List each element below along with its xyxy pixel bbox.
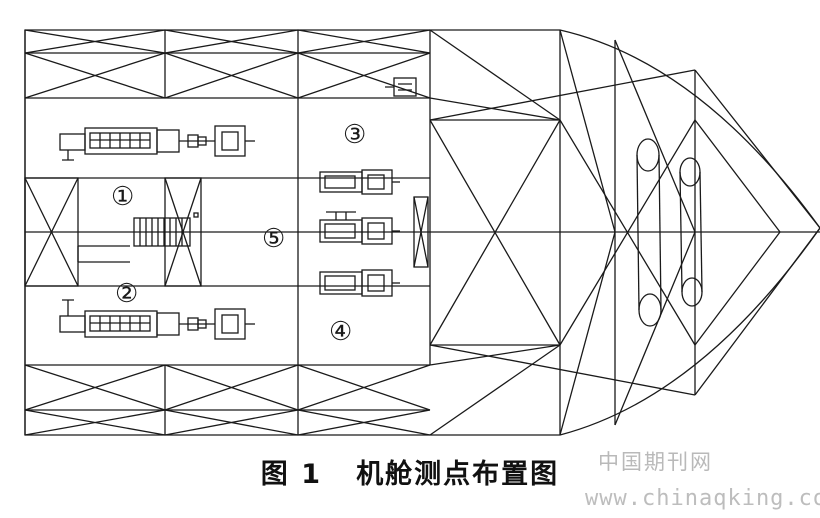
top-crossbraced-bays (24, 29, 431, 99)
main-engine-lower (59, 299, 255, 340)
centre-gearbox (133, 212, 199, 247)
bottom-crossbraced-bays (24, 364, 431, 436)
measuring-point-5: ⑤ (262, 224, 285, 254)
engine-room-partitions (24, 98, 431, 365)
watermark-url: www.chinaqking.com (585, 486, 820, 511)
generator-sets (319, 77, 429, 297)
forward-hull-bracing (429, 29, 820, 436)
measuring-point-3: ③ (343, 120, 366, 150)
measuring-point-1: ① (111, 182, 134, 212)
figure-title: 机舱测点布置图 (356, 459, 560, 490)
figure-number: 图 1 (260, 459, 322, 490)
main-engine-upper (59, 125, 255, 161)
figure-caption: 图 1 机舱测点布置图 (0, 452, 820, 491)
watermark-site-name: 中国期刊网 (598, 450, 713, 474)
measuring-point-2: ② (115, 279, 138, 309)
measuring-points: ① ② ③ ④ ⑤ (111, 120, 366, 347)
measuring-point-4: ④ (329, 317, 352, 347)
bow-thruster-tunnels (636, 138, 703, 327)
